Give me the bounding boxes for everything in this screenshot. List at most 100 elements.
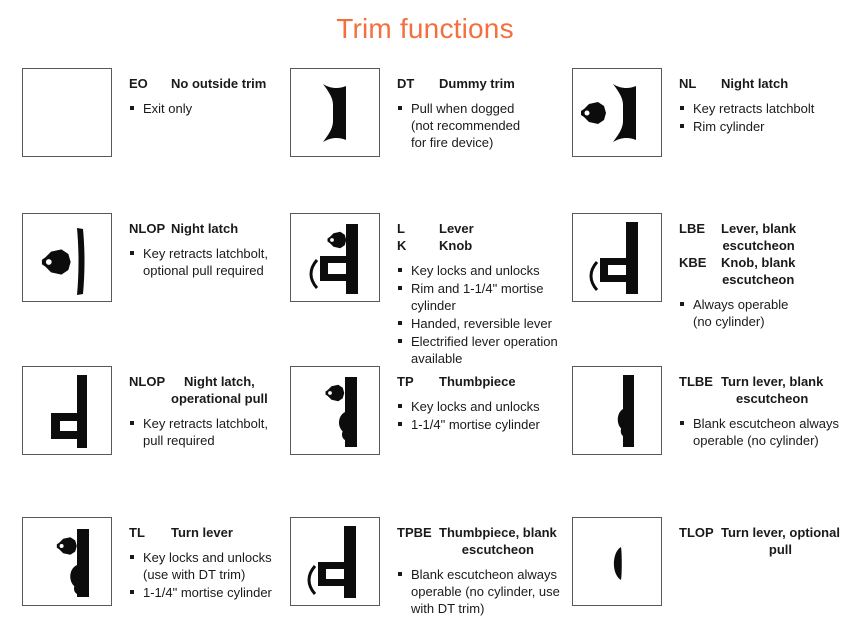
- bullet-text: Key retracts latchbolt, optional pull re…: [143, 246, 268, 278]
- trim-code: TP: [397, 374, 414, 389]
- turn-lever-with-cylinder-icon: [22, 517, 112, 606]
- bullet-text: Key locks and unlocks (use with DT trim): [143, 550, 272, 582]
- trim-header: EO No outside trim: [129, 75, 309, 92]
- list-item: Key locks and unlocks (use with DT trim): [129, 549, 309, 583]
- trim-code: NLOP: [129, 221, 166, 236]
- pull-with-rim-cylinder-icon: [581, 83, 636, 142]
- trim-description: LBE Lever, blank escutcheon KBE Knob, bl…: [679, 213, 850, 331]
- trim-description: TP Thumbpiece Key locks and unlocks 1-1/…: [397, 366, 577, 434]
- empty-box: [22, 68, 112, 157]
- trim-cell-dt: DT Dummy trim Pull when dogged (not reco…: [290, 68, 577, 157]
- trim-cell-l-k: L Lever K Knob Key locks and unlocks Rim…: [290, 213, 577, 368]
- list-item: Handed, reversible lever: [397, 315, 577, 332]
- bullet-square-icon: [130, 421, 134, 425]
- trim-cell-tlbe: TLBE Turn lever, blank escutcheon Blank …: [572, 366, 850, 455]
- bullet-text: Always operable (no cylinder): [693, 297, 789, 329]
- trim-name: Night latch: [171, 221, 239, 236]
- bullet-text: 1-1/4" mortise cylinder: [143, 585, 272, 600]
- bullet-list: Key locks and unlocks (use with DT trim)…: [129, 549, 309, 601]
- trim-header: LBE Lever, blank escutcheon: [679, 220, 850, 254]
- bullet-square-icon: [398, 286, 402, 290]
- cylinder-with-plate-icon: [41, 227, 85, 295]
- trim-description: TPBE Thumbpiece, blank escutcheon Blank …: [397, 517, 577, 618]
- list-item: Always operable (no cylinder): [679, 296, 850, 330]
- trim-header: NL Night latch: [679, 75, 850, 92]
- bullet-square-icon: [130, 555, 134, 559]
- list-item: Electrified lever operation available: [397, 333, 577, 367]
- trim-description: EO No outside trim Exit only: [129, 68, 309, 118]
- list-item: Key retracts latchbolt, pull required: [129, 415, 309, 449]
- cylinder-with-plate-icon: [22, 213, 112, 302]
- list-item: Key locks and unlocks: [397, 262, 577, 279]
- trim-code: KBE: [679, 255, 707, 270]
- trim-description: NLOP Night latch Key retracts latchbolt,…: [129, 213, 309, 280]
- bullet-text: Electrified lever operation available: [411, 334, 558, 366]
- trim-cell-nl: NL Night latch Key retracts latchbolt Ri…: [572, 68, 850, 157]
- bullet-square-icon: [398, 339, 402, 343]
- lever-blank-escutcheon-icon: [589, 221, 638, 294]
- bullet-square-icon: [680, 421, 684, 425]
- bullet-text: 1-1/4" mortise cylinder: [411, 417, 540, 432]
- trim-cell-tlop: TLOP Turn lever, optional pull: [572, 517, 850, 606]
- trim-code: NLOP: [129, 374, 166, 389]
- bullet-square-icon: [130, 251, 134, 255]
- trim-name: Turn lever, blank escutcheon: [721, 374, 824, 406]
- trim-header: TLBE Turn lever, blank escutcheon: [679, 373, 850, 407]
- lever-blank-escutcheon-icon: [572, 213, 662, 302]
- trim-description: NLOP Night latch, operational pull Key r…: [129, 366, 309, 450]
- trim-description: TLBE Turn lever, blank escutcheon Blank …: [679, 366, 850, 450]
- turn-lever-blank-escutcheon-icon: [617, 374, 634, 447]
- bullet-text: Handed, reversible lever: [411, 316, 552, 331]
- list-item: 1-1/4" mortise cylinder: [129, 584, 309, 601]
- trim-header: TL Turn lever: [129, 524, 309, 541]
- trim-description: DT Dummy trim Pull when dogged (not reco…: [397, 68, 577, 152]
- trim-cell-lbe-kbe: LBE Lever, blank escutcheon KBE Knob, bl…: [572, 213, 850, 331]
- trim-description: NL Night latch Key retracts latchbolt Ri…: [679, 68, 850, 136]
- turn-lever-blank-escutcheon-icon: [572, 366, 662, 455]
- list-item: Key locks and unlocks: [397, 398, 577, 415]
- trim-cell-nlop-operational: NLOP Night latch, operational pull Key r…: [22, 366, 309, 455]
- list-item: Key retracts latchbolt: [679, 100, 850, 117]
- bullet-square-icon: [130, 590, 134, 594]
- trim-code: TL: [129, 525, 145, 540]
- trim-header: TPBE Thumbpiece, blank escutcheon: [397, 524, 577, 558]
- trim-name: Knob, blank escutcheon: [721, 255, 796, 287]
- bullet-text: Blank escutcheon always operable (no cyl…: [411, 567, 560, 616]
- list-item: Exit only: [129, 100, 309, 117]
- trim-header: DT Dummy trim: [397, 75, 577, 92]
- plate-with-pull-icon: [22, 366, 112, 455]
- trim-header: KBE Knob, blank escutcheon: [679, 254, 850, 288]
- trim-description: L Lever K Knob Key locks and unlocks Rim…: [397, 213, 577, 368]
- trim-header: K Knob: [397, 237, 577, 254]
- bullet-square-icon: [398, 321, 402, 325]
- bullet-square-icon: [680, 106, 684, 110]
- trim-code: NL: [679, 76, 697, 91]
- bullet-square-icon: [398, 106, 402, 110]
- list-item: 1-1/4" mortise cylinder: [397, 416, 577, 433]
- trim-header: TLOP Turn lever, optional pull: [679, 524, 850, 558]
- trim-code: TPBE: [397, 525, 432, 540]
- bullet-text: Rim cylinder: [693, 119, 765, 134]
- trim-name: No outside trim: [171, 76, 267, 91]
- lever-with-cylinder-icon: [309, 223, 358, 294]
- list-item: Blank escutcheon always operable (no cyl…: [397, 566, 577, 617]
- trim-code: EO: [129, 76, 148, 91]
- bullet-list: Key retracts latchbolt Rim cylinder: [679, 100, 850, 135]
- thumbpiece-with-cylinder-icon: [290, 366, 380, 455]
- trim-header: TP Thumbpiece: [397, 373, 577, 390]
- trim-header: NLOP Night latch: [129, 220, 309, 237]
- bullet-text: Key locks and unlocks: [411, 263, 540, 278]
- trim-name: Turn lever, optional pull: [721, 525, 840, 557]
- turn-lever-icon: [613, 546, 622, 580]
- trim-code: TLOP: [679, 525, 714, 540]
- trim-header: NLOP Night latch, operational pull: [129, 373, 309, 407]
- thumbpiece-blank-escutcheon-icon: [307, 525, 356, 598]
- trim-cell-eo: EO No outside trim Exit only: [22, 68, 309, 157]
- bullet-square-icon: [398, 422, 402, 426]
- bullet-list: Exit only: [129, 100, 309, 117]
- bullet-square-icon: [680, 124, 684, 128]
- trim-name: Lever: [439, 221, 474, 236]
- lever-with-cylinder-icon: [290, 213, 380, 302]
- bullet-text: Pull when dogged (not recommended for fi…: [411, 101, 521, 150]
